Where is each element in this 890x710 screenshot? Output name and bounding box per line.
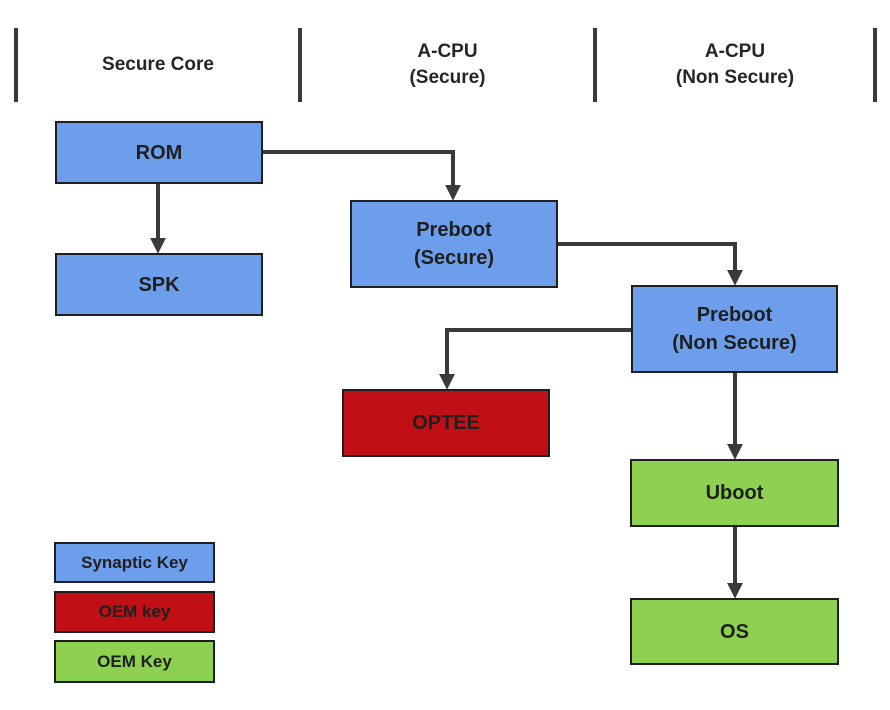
column-header-acpu-non-secure: A-CPU (Non Secure)	[675, 41, 795, 88]
legend-synaptic-key: Synaptic Key	[54, 542, 215, 583]
column-divider	[298, 28, 302, 102]
column-divider	[873, 28, 877, 102]
node-optee: OPTEE	[342, 389, 550, 457]
node-rom: ROM	[55, 121, 263, 184]
legend-oem-key-green: OEM Key	[54, 640, 215, 683]
node-os: OS	[630, 598, 839, 665]
column-divider	[593, 28, 597, 102]
node-preboot-non-secure: Preboot (Non Secure)	[631, 285, 838, 373]
column-divider	[14, 28, 18, 102]
arrow-preboot-secure-to-preboot-non-secure	[558, 242, 743, 286]
arrow-rom-to-preboot-secure	[263, 150, 461, 201]
legend-oem-key-red: OEM key	[54, 591, 215, 633]
arrow-preboot-non-secure-to-optee	[439, 328, 631, 390]
column-header-acpu-secure: A-CPU (Secure)	[409, 41, 486, 88]
node-preboot-secure: Preboot (Secure)	[350, 200, 558, 288]
column-header-secure-core: Secure Core	[102, 54, 214, 76]
node-uboot: Uboot	[630, 459, 839, 527]
node-spk: SPK	[55, 253, 263, 316]
